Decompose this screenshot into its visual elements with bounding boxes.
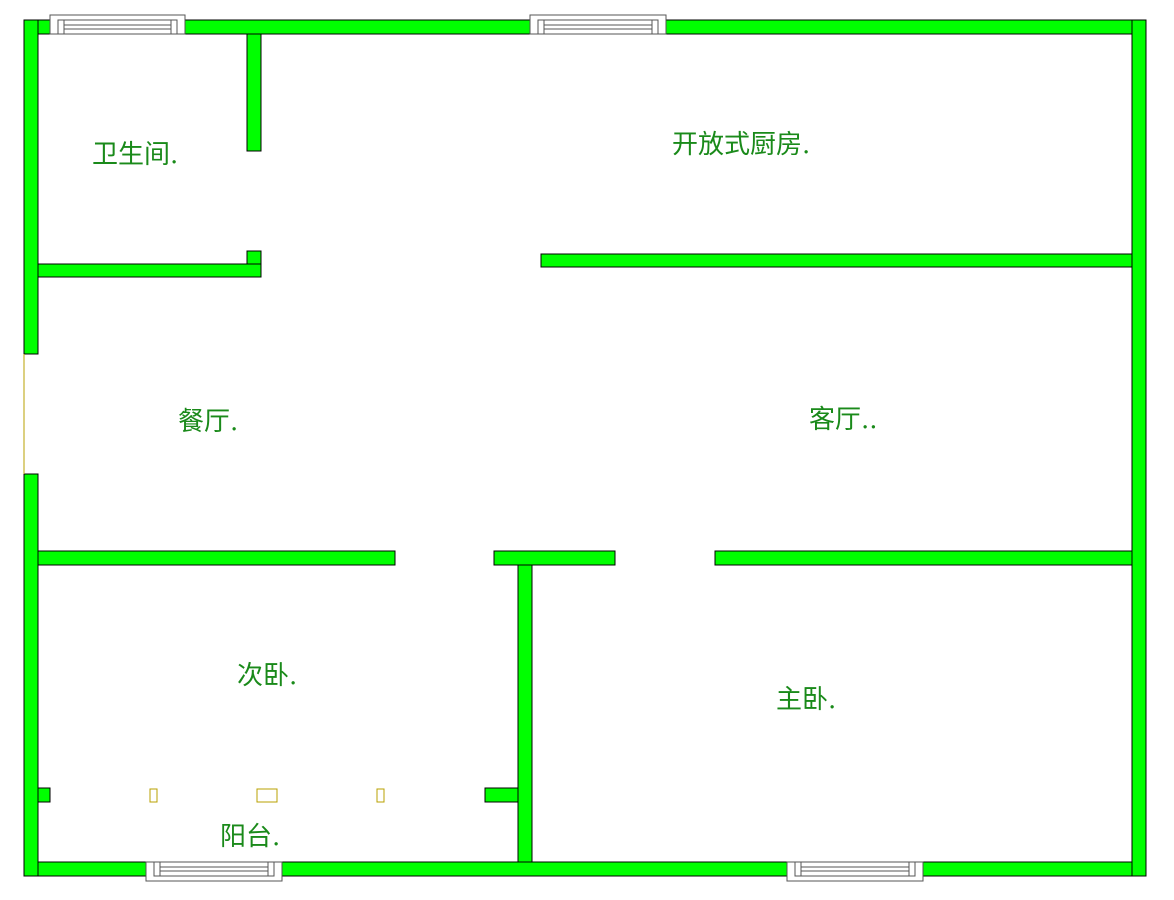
- wall-balcony-stub-left: [37, 787, 51, 803]
- wall-bathroom-bottom: [37, 263, 262, 278]
- wall-bathroom-right-upper: [246, 33, 262, 152]
- wall-middle-stub: [493, 550, 616, 566]
- room-label-dining: 餐厅.: [178, 407, 238, 437]
- balcony-fixtures: [149, 788, 385, 803]
- wall-left-lower: [23, 473, 39, 877]
- room-labels: 卫生间. 开放式厨房. 餐厅. 客厅.. 次卧. 主卧. 阳台.: [92, 130, 878, 852]
- room-label-living: 客厅..: [809, 405, 878, 435]
- walls: [23, 19, 1147, 877]
- wall-left-upper: [23, 19, 39, 355]
- window-balcony: [145, 861, 283, 882]
- wall-kitchen-living: [540, 253, 1133, 268]
- window-master-bedroom: [786, 861, 924, 882]
- wall-right-outer: [1131, 19, 1147, 877]
- fixture-post-right: [376, 788, 385, 803]
- wall-living-master: [714, 550, 1133, 566]
- room-label-balcony: 阳台.: [220, 822, 280, 852]
- fixture-post-left: [149, 788, 158, 803]
- room-label-second-bedroom: 次卧.: [237, 661, 297, 691]
- windows: [49, 14, 924, 882]
- room-label-bathroom: 卫生间.: [92, 140, 178, 170]
- room-label-master-bedroom: 主卧.: [776, 685, 836, 715]
- window-kitchen: [529, 14, 667, 35]
- wall-balcony-stub-right: [484, 787, 519, 803]
- window-bathroom: [49, 14, 186, 35]
- fixture-post-center: [256, 788, 278, 803]
- room-label-kitchen: 开放式厨房.: [672, 130, 810, 160]
- wall-bedroom-partition: [517, 564, 533, 863]
- wall-dining-bedroom: [37, 550, 396, 566]
